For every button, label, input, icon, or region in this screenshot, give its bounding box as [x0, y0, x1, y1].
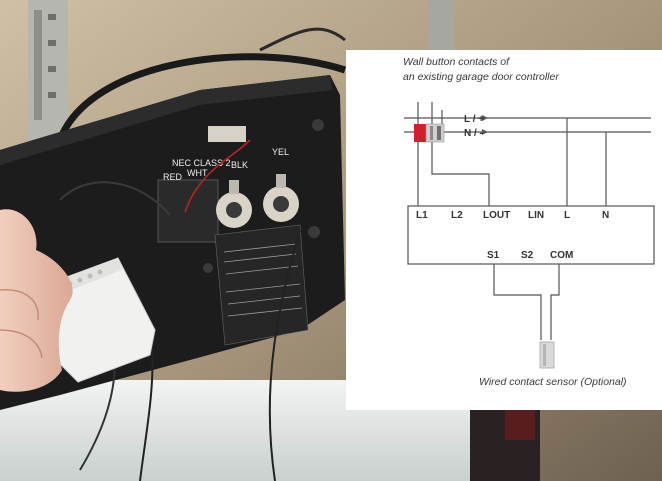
wall-button-grey-contact	[425, 123, 445, 143]
sensor-caption: Wired contact sensor (Optional)	[479, 376, 627, 388]
hand	[0, 209, 73, 392]
terminal-block	[157, 179, 219, 243]
terminal-lin: LIN	[528, 210, 544, 221]
label-wht: WHT	[187, 168, 208, 178]
wiring-diagram-panel: Wall button contacts of an existing gara…	[346, 50, 662, 410]
terminal-com: COM	[550, 250, 573, 261]
bus-live-label: L / +	[464, 114, 484, 125]
terminal-l1: L1	[416, 210, 428, 221]
wired-contact-sensor	[539, 341, 555, 369]
terminal-s2: S2	[521, 250, 534, 261]
diagram-caption-line2: an existing garage door controller	[403, 71, 559, 83]
terminal-l: L	[564, 210, 570, 221]
label-red: RED	[163, 172, 183, 182]
terminal-l2: L2	[451, 210, 463, 221]
terminal-lout: LOUT	[483, 210, 510, 221]
terminal-n: N	[602, 210, 609, 221]
label-blk: BLK	[231, 160, 248, 170]
label-nec-class-2: NEC CLASS 2	[172, 158, 231, 168]
label-yel: YEL	[272, 147, 289, 157]
bus-neutral-label: N / -	[464, 128, 483, 139]
wiring-diagram: L / + N / - L1 L2 LOUT LIN L N S1 S2 COM	[404, 102, 655, 369]
terminal-s1: S1	[487, 250, 500, 261]
wall-button-red-contact	[414, 124, 426, 142]
diagram-caption-line1: Wall button contacts of	[403, 56, 510, 68]
